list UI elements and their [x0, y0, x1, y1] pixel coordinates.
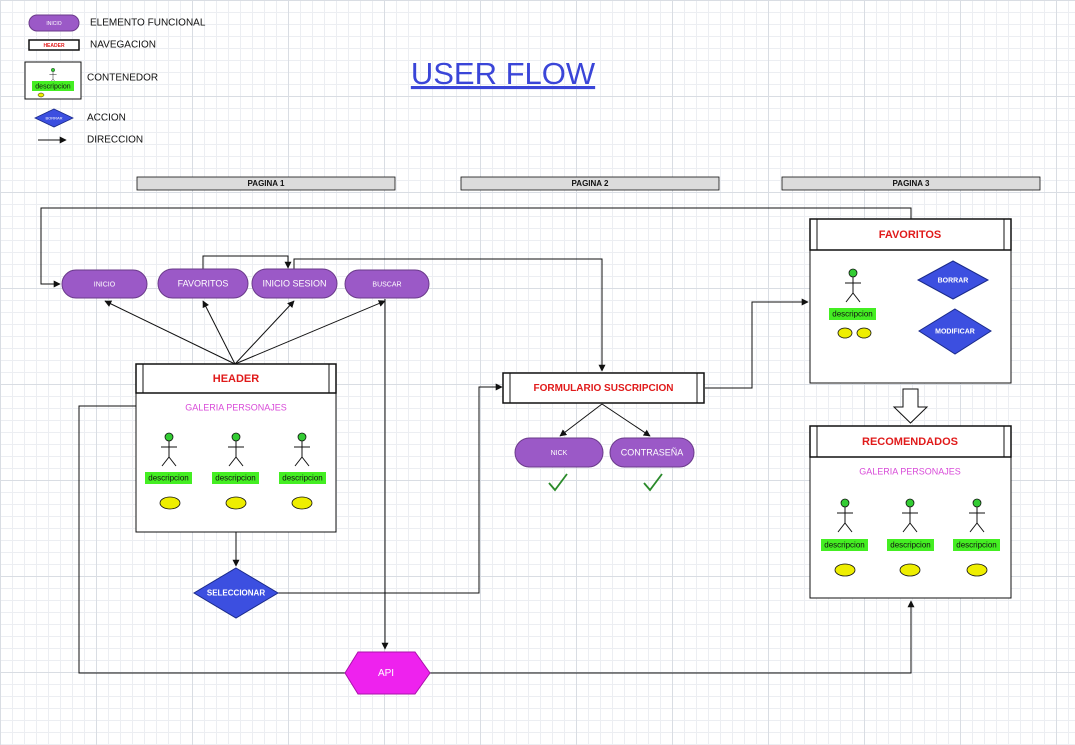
legend-container: descripcion CONTENEDOR [24, 61, 158, 100]
header-character-1[interactable]: descripcion [145, 432, 192, 510]
legend-action: BORRAR ACCION [34, 108, 126, 128]
borrar-label: BORRAR [938, 277, 969, 284]
page-1-bar [136, 176, 396, 191]
recomendados-character-3-desc: descripcion [956, 541, 996, 550]
header-title: HEADER [213, 373, 260, 385]
legend-direction: DIRECCION [38, 135, 143, 146]
page-2-bar [460, 176, 720, 191]
page-1-label: PAGINA 1 [248, 179, 285, 188]
header-character-1-desc: descripcion [148, 474, 188, 483]
header-character-3-desc: descripcion [282, 474, 322, 483]
modificar-action[interactable]: MODIFICAR [918, 308, 992, 355]
formulario-suscripcion[interactable]: FORMULARIO SUSCRIPCION [502, 372, 705, 404]
legend-container-label: CONTENEDOR [87, 73, 158, 84]
favoritos-nav-bar [809, 218, 1012, 251]
header-container: HEADER GALERIA PERSONAJES descripcion de… [135, 363, 337, 533]
connector-formulario-to-favoritos [705, 298, 809, 389]
recomendados-character-1-desc: descripcion [824, 541, 864, 550]
api-label: API [378, 668, 394, 679]
legend-container-box [24, 61, 82, 100]
recomendados-character-2-desc: descripcion [890, 541, 930, 550]
connector-seleccionar-to-formulario [278, 383, 503, 594]
legend-direction-label: DIRECCION [87, 135, 143, 146]
header-gallery-label: GALERIA PERSONAJES [185, 402, 287, 412]
legend-functional-label: ELEMENTO FUNCIONAL [90, 18, 206, 29]
page-3-label: PAGINA 3 [893, 179, 930, 188]
page-3-bar [781, 176, 1041, 191]
legend-container-sample: descripcion [35, 83, 71, 90]
buscar-button[interactable]: BUSCAR [344, 269, 430, 299]
header-character-2[interactable]: descripcion [212, 432, 259, 510]
inicio-sesion-button-label: INICIO SESION [262, 278, 326, 288]
password-check-icon [643, 473, 663, 492]
favoritos-character-desc: descripcion [832, 310, 872, 319]
down-arrow-icon [892, 388, 929, 424]
header-nav-bar [135, 363, 337, 394]
legend-functional: INICIO ELEMENTO FUNCIONAL [28, 14, 206, 32]
legend-navigation-sample: HEADER [43, 43, 65, 49]
connector-favoritos-to-sesion [202, 255, 292, 269]
legend-functional-sample: INICIO [46, 21, 61, 27]
connector-sesion-to-formulario [293, 258, 606, 372]
header-character-2-desc: descripcion [215, 474, 255, 483]
nick-label: NICK [551, 450, 568, 457]
password-field[interactable]: CONTRASEÑA [609, 437, 695, 468]
favoritos-title: FAVORITOS [879, 229, 942, 241]
connector-header-to-inicio [104, 300, 236, 365]
connector-header-to-favoritos [202, 300, 236, 365]
inicio-button-label: INICIO [94, 281, 116, 288]
connectors [40, 207, 959, 674]
recomendados-character-1[interactable]: descripcion [821, 498, 868, 577]
legend-action-diamond [34, 108, 74, 128]
formulario-title: FORMULARIO SUSCRIPCION [534, 383, 674, 394]
recomendados-character-2[interactable]: descripcion [887, 498, 934, 577]
inicio-sesion-button[interactable]: INICIO SESION [251, 268, 338, 299]
legend-container-desc-bg [32, 81, 74, 91]
nick-field[interactable]: NICK [514, 437, 604, 468]
favoritos-button[interactable]: FAVORITOS [157, 268, 249, 299]
seleccionar-action[interactable]: SELECCIONAR [193, 567, 279, 619]
legend-functional-pill [28, 14, 80, 32]
connector-api-to-galeria [78, 402, 345, 674]
connector-formulario-to-nick [559, 403, 603, 437]
borrar-action[interactable]: BORRAR [916, 260, 990, 300]
nav-buttons: INICIO FAVORITOS INICIO SESION BUSCAR [61, 268, 430, 299]
legend-action-label: ACCION [87, 113, 126, 124]
modificar-label: MODIFICAR [935, 328, 975, 335]
legend-navigation: HEADER NAVEGACION [28, 39, 156, 51]
legend-navigation-label: NAVEGACION [90, 40, 156, 51]
buscar-button-label: BUSCAR [372, 281, 401, 288]
page-headers: PAGINA 1 PAGINA 2 PAGINA 3 [136, 176, 1041, 191]
nick-check-icon [548, 473, 568, 492]
api-node: API [344, 651, 431, 695]
legend-action-sample: BORRAR [45, 116, 62, 121]
favoritos-button-label: FAVORITOS [178, 278, 229, 288]
recomendados-character-3[interactable]: descripcion [953, 498, 1000, 577]
favoritos-character[interactable]: descripcion [829, 268, 876, 339]
connector-api-to-recomendados [430, 600, 915, 674]
connector-favoritos-to-inicio [40, 207, 912, 288]
recomendados-nav-bar [809, 425, 1012, 458]
connector-formulario-to-password [601, 403, 651, 437]
connector-header-to-buscar [234, 300, 386, 365]
recomendados-container: RECOMENDADOS GALERIA PERSONAJES descripc… [809, 425, 1012, 599]
connector-header-to-sesion [234, 300, 295, 365]
recomendados-title: RECOMENDADOS [862, 436, 958, 448]
page-2-label: PAGINA 2 [572, 179, 609, 188]
legend: INICIO ELEMENTO FUNCIONAL HEADER NAVEGAC… [24, 14, 206, 146]
header-character-3[interactable]: descripcion [279, 432, 326, 510]
diagram-title: USER FLOW [411, 56, 596, 91]
inicio-button[interactable]: INICIO [61, 269, 148, 299]
recomendados-gallery-label: GALERIA PERSONAJES [859, 466, 961, 476]
password-label: CONTRASEÑA [621, 447, 684, 457]
seleccionar-label: SELECCIONAR [207, 589, 265, 598]
favoritos-container: FAVORITOS descripcion BORRAR MODIFICAR [809, 218, 1012, 384]
legend-navigation-box [28, 39, 80, 51]
